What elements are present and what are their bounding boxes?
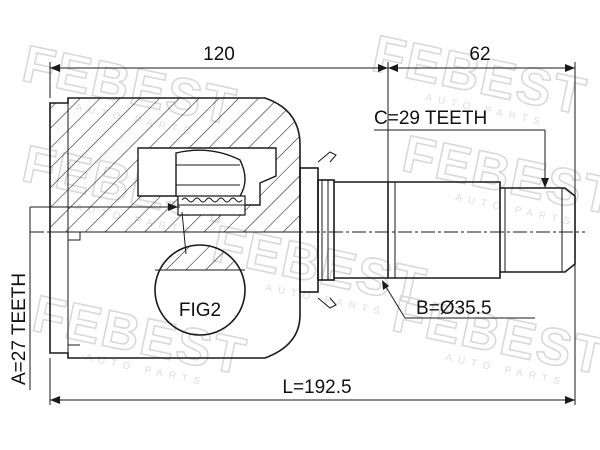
shaft-diameter-label: B=Ø35.5 bbox=[416, 298, 492, 319]
dim-total-length: L=192.5 bbox=[49, 264, 576, 405]
seal-collar bbox=[299, 151, 337, 309]
dim-housing-length-label: 120 bbox=[203, 44, 235, 65]
shaft bbox=[334, 181, 576, 279]
outer-teeth-label: C=29 TEETH bbox=[374, 108, 487, 129]
housing-section bbox=[50, 98, 300, 232]
fig-label: FIG2 bbox=[179, 300, 221, 321]
dim-shaft-length: 62 bbox=[388, 44, 576, 196]
dim-housing-length: 120 bbox=[49, 44, 389, 182]
outer-teeth-callout: C=29 TEETH bbox=[374, 108, 549, 188]
inner-teeth-callout: A=27 TEETH bbox=[9, 203, 180, 390]
inner-teeth-label: A=27 TEETH bbox=[9, 273, 30, 385]
tripod-roller bbox=[175, 149, 246, 202]
dim-total-length-label: L=192.5 bbox=[282, 377, 351, 398]
shaft-diameter-callout: B=Ø35.5 bbox=[382, 280, 535, 319]
dim-shaft-length-label: 62 bbox=[469, 44, 490, 65]
